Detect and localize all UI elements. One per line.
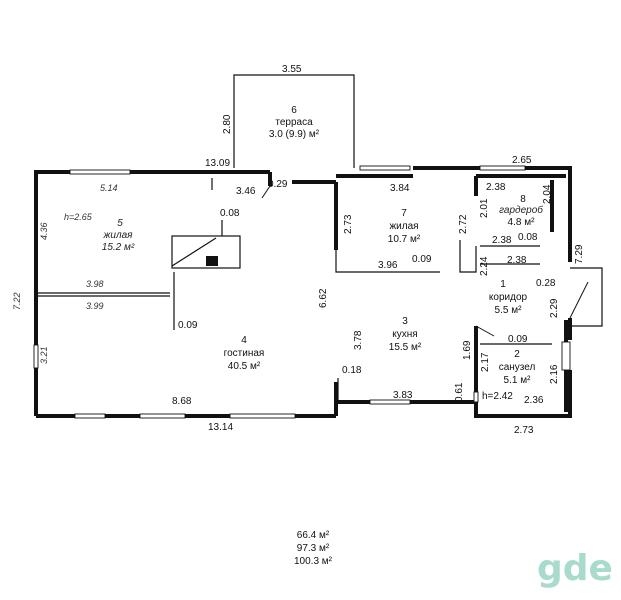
dim-wall-009b: 0.09 [178, 320, 198, 331]
window-left [33, 344, 39, 369]
dim-room8-left: 2.01 [479, 198, 490, 218]
dim-bottom-273: 2.73 [514, 425, 534, 436]
door-bathroom-left [473, 391, 479, 403]
watermark-logo: gde [537, 548, 613, 589]
room-number-1: 1 [500, 279, 506, 290]
total-living-area: 66.4 м² [296, 530, 330, 541]
dim-room7-009: 0.09 [412, 254, 432, 265]
room-area-7: 10.7 м² [388, 234, 421, 245]
room-area-1: 5.5 м² [495, 305, 523, 316]
window-bottom-3 [229, 413, 296, 419]
exterior-wall-top-right [413, 166, 572, 262]
total-general-area: 97.3 м² [296, 543, 330, 554]
room-name-5: жилая [103, 230, 134, 241]
dim-wall-029: 0.29 [268, 179, 288, 190]
dim-room7-left: 2.73 [343, 214, 354, 234]
right-porch-door [569, 281, 589, 319]
dim-bottom-1314: 13.14 [208, 422, 233, 433]
door-living [261, 185, 271, 199]
window-top-2 [359, 165, 411, 171]
window-bottom-4 [369, 399, 411, 405]
room-number-3: 3 [402, 316, 408, 327]
total-full-area: 100.3 м² [293, 556, 332, 567]
dim-ext-729: 7.29 [574, 244, 585, 264]
dim-room7-width: 3.84 [390, 183, 410, 194]
dim-room8-under: 2.38 [507, 255, 527, 266]
height-bath: h=2.42 [482, 391, 513, 402]
height-main: h=2.65 [64, 212, 93, 222]
dim-top-right: 2.65 [512, 155, 532, 166]
room-area-8: 4.8 м² [508, 217, 536, 228]
exterior-wall-top-left [34, 170, 270, 198]
dim-kitchen-383: 3.83 [393, 390, 413, 401]
room7-right-lower [459, 240, 477, 273]
dim-room8-right: 2.04 [542, 184, 553, 204]
room-name-1: коридор [489, 292, 528, 303]
dim-room5-depth: 4.36 [39, 222, 49, 240]
kitchen-bottom-wall [336, 370, 572, 418]
dim-wall-398: 3.98 [86, 279, 104, 289]
room-number-6: 6 [291, 105, 297, 116]
dim-room7-right: 2.72 [458, 214, 469, 234]
room-name-7: жилая [389, 221, 418, 232]
dim-kitchen-018: 0.18 [342, 365, 362, 376]
dim-corr-224: 2.24 [479, 256, 490, 276]
window-top-3 [479, 165, 526, 171]
dim-room8-width: 2.38 [486, 182, 506, 193]
room-number-5: 5 [117, 218, 123, 229]
room-name-8: гардероб [499, 204, 543, 216]
dim-bottom-868: 8.68 [172, 396, 192, 407]
dim-corr-028: 0.28 [536, 278, 556, 289]
room-number-7: 7 [401, 208, 407, 219]
dim-terrace-top: 3.55 [282, 64, 302, 75]
dim-bath-236: 2.36 [524, 395, 544, 406]
room-area-3: 15.5 м² [389, 342, 422, 353]
room7-bottom [335, 250, 440, 273]
room-area-4: 40.5 м² [228, 361, 261, 372]
right-porch [570, 267, 603, 327]
stove-diagonal [171, 237, 217, 267]
room-number-4: 4 [241, 335, 247, 346]
window-bottom-1 [74, 413, 106, 419]
terrace-outline [233, 74, 355, 168]
room-area-6: 3.0 (9.9) м² [269, 129, 320, 140]
window-top-1 [69, 169, 131, 175]
dim-terrace-side: 2.80 [222, 114, 233, 134]
door-bathroom [475, 325, 495, 337]
dim-room8-bottom: 2.38 [492, 235, 512, 246]
room-number-8: 8 [520, 194, 526, 205]
dim-bath-009: 0.09 [508, 334, 528, 345]
dim-left-321: 3.21 [39, 346, 49, 364]
dim-wall-399: 3.99 [86, 301, 104, 311]
dim-corr-229: 2.29 [549, 298, 560, 318]
dim-gap: 3.46 [236, 186, 256, 197]
window-bottom-2 [139, 413, 186, 419]
dim-bath-216: 2.16 [549, 364, 560, 384]
area-totals: 66.4 м² 97.3 м² 100.3 м² [268, 529, 358, 568]
room-area-2: 5.1 м² [504, 375, 532, 386]
stove [171, 235, 241, 269]
room-name-3: кухня [392, 329, 417, 340]
dim-room5-width: 5.14 [100, 183, 118, 193]
dim-kitchen-169: 1.69 [462, 340, 473, 360]
dim-left-722: 7.22 [12, 292, 22, 310]
room-area-5: 15.2 м² [102, 242, 135, 253]
stove-firebox [206, 256, 218, 266]
dim-top-left: 13.09 [205, 158, 230, 169]
dim-room7-bottom: 3.96 [378, 260, 398, 271]
room-name-2: санузел [499, 362, 536, 373]
dim-kitchen-662: 6.62 [318, 288, 329, 308]
bathroom-door-opening [561, 341, 571, 371]
room-number-2: 2 [514, 349, 520, 360]
dim-kitchen-378: 3.78 [353, 330, 364, 350]
dim-bath-217: 2.17 [480, 352, 491, 372]
dim-kitchen-061: 0.61 [454, 382, 465, 402]
room-name-6: терраса [275, 117, 313, 128]
dim-chimney-008: 0.08 [220, 208, 240, 219]
dim-room8-008: 0.08 [518, 232, 538, 243]
room-name-4: гостиная [224, 348, 265, 359]
